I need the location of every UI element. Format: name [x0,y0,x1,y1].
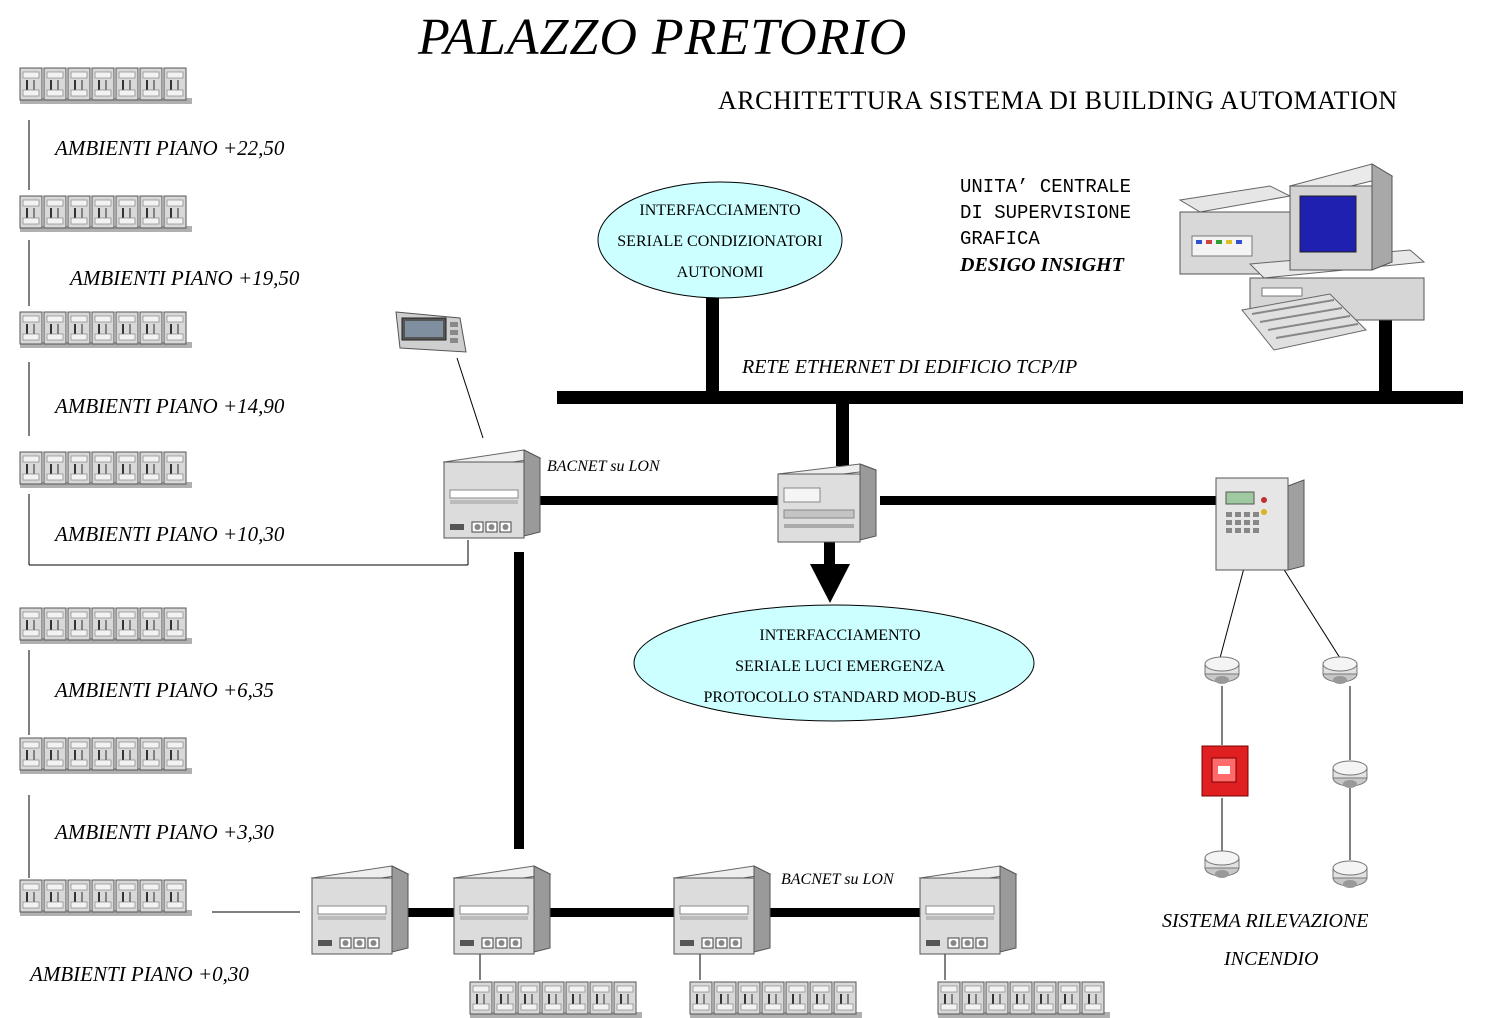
bottom-io-modules-1 [469,981,642,1018]
fire-wire-left [1219,567,1245,659]
floor-io-modules-5 [19,607,192,644]
operator-panel-icon [395,311,467,353]
hvac-interface-line3: AUTONOMI [676,264,764,281]
bacnet-controller-bottom-4 [918,865,1018,955]
hvac-interface-ellipse [597,181,843,299]
smoke-detector-2 [1204,850,1240,878]
ethernet-backbone [557,391,1463,404]
floor-label-0-30: AMBIENTI PIANO +0,30 [30,962,249,986]
smoke-detector-5 [1332,860,1368,888]
arrow-head [810,564,850,603]
bacnet-controller-bottom-2 [452,865,552,955]
hvac-interface-text: INTERFACCIAMENTO SERIALE CONDIZIONATORI … [598,195,842,288]
supervision-line1: UNITA’ CENTRALE [960,176,1132,198]
smoke-detector-1 [1204,656,1240,684]
ethernet-drop-router [836,400,849,466]
fire-wire-right [1282,567,1341,659]
ethernet-label: RETE ETHERNET DI EDIFICIO TCP/IP [742,356,1078,378]
bottom-io-modules-3 [937,981,1110,1018]
floor-label-3-30: AMBIENTI PIANO +3,30 [55,820,274,844]
bacnet-controller-main [442,449,542,539]
floor-io-modules-2 [19,195,192,232]
lon-vertical-trunk [514,552,524,849]
lon-link-left [540,496,780,505]
floor-label-6-35: AMBIENTI PIANO +6,35 [55,678,274,702]
fire-system-line1: SISTEMA RILEVAZIONE [1162,910,1369,932]
bacnet-controller-bottom-3 [672,865,772,955]
ethernet-drop-pc [1379,320,1392,396]
supervision-line3: GRAFICA [960,228,1040,250]
bottom-io-modules-2 [689,981,862,1018]
bacnet-controller-bottom-1 [310,865,410,955]
floor-io-modules-4 [19,451,192,488]
floor-label-10-30: AMBIENTI PIANO +10,30 [55,522,285,546]
manual-call-point-icon [1201,745,1249,797]
supervision-line2: DI SUPERVISIONE [960,202,1132,224]
floor-io-modules-3 [19,311,192,348]
lon-link-right [880,496,1218,505]
lon-bottom-bus [400,908,925,917]
floor-label-14-90: AMBIENTI PIANO +14,90 [55,394,285,418]
floor-label-19-50: AMBIENTI PIANO +19,50 [70,266,300,290]
page-subtitle: ARCHITETTURA SISTEMA DI BUILDING AUTOMAT… [718,86,1398,115]
panel-link [456,357,484,439]
lights-interface-line1: INTERFACCIAMENTO [759,627,921,644]
floor-io-modules-6 [19,737,192,774]
lights-interface-line3: PROTOCOLLO STANDARD MOD-BUS [703,689,977,706]
lights-interface-line2: SERIALE LUCI EMERGENZA [735,658,945,675]
floor-io-modules-7 [19,879,192,916]
hvac-interface-line1: INTERFACCIAMENTO [639,202,801,219]
supervision-product: DESIGO INSIGHT [960,254,1124,276]
ethernet-router-icon [777,463,877,543]
hvac-interface-line2: SERIALE CONDIZIONATORI [617,233,823,250]
page-title: PALAZZO PRETORIO [418,9,908,66]
floor-label-22-50: AMBIENTI PIANO +22,50 [55,136,285,160]
supervision-label: UNITA’ CENTRALE DI SUPERVISIONE GRAFICA … [960,174,1131,279]
bacnet-label-bottom: BACNET su LON [781,871,894,888]
arrow-shaft [824,540,835,566]
smoke-detector-3 [1322,656,1358,684]
bacnet-label-top: BACNET su LON [547,458,660,475]
lights-interface-ellipse [633,604,1035,722]
ethernet-drop-hvac [706,292,719,396]
fire-control-panel-icon [1215,477,1305,571]
floor-io-modules-1 [19,67,192,104]
supervision-workstation-icon [1178,163,1426,351]
lights-interface-text: INTERFACCIAMENTO SERIALE LUCI EMERGENZA … [650,620,1030,713]
fire-system-line2: INCENDIO [1224,948,1319,970]
smoke-detector-4 [1332,760,1368,788]
